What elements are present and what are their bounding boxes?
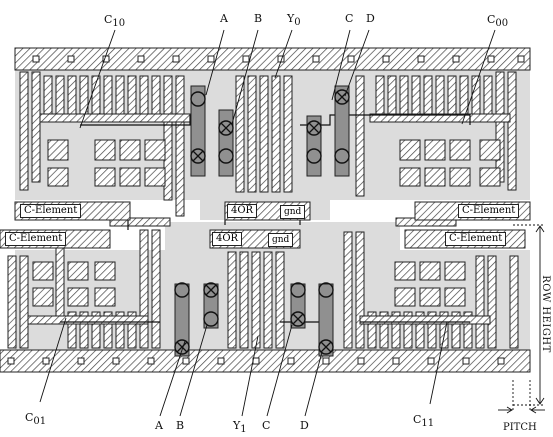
label-y0: Y0 [287, 12, 301, 29]
dimension-marks [498, 224, 545, 414]
rail-contacts [7, 55, 525, 365]
contact-crosses [176, 91, 348, 353]
poly-gate-c-bottom [290, 283, 306, 329]
label-b-top: B [254, 12, 263, 25]
label-c10: C10 [104, 13, 126, 30]
cell-label-4or-bottom: 4OR [212, 232, 243, 246]
cell-label-gnd-bottom: gnd [268, 233, 294, 247]
label-c00: C00 [487, 13, 509, 30]
cell-label-c-element-bottom-left: C-Element [5, 232, 67, 246]
cell-label-c-element-top-right: C-Element [458, 204, 520, 218]
label-a-top: A [220, 12, 228, 25]
label-a-bottom: A [155, 419, 163, 432]
top-rail [14, 47, 531, 71]
label-c11: C11 [413, 413, 435, 430]
poly-gate-a-bottom [174, 283, 190, 357]
contacts [174, 89, 350, 355]
label-pitch: PITCH [503, 422, 537, 433]
poly-gates [174, 85, 350, 357]
label-c-bottom: C [262, 419, 271, 432]
cell-label-4or-top: 4OR [227, 204, 258, 218]
cell-label-c-element-bottom-right: C-Element [445, 232, 507, 246]
metal-strips [7, 71, 519, 349]
cell-label-gnd-top: gnd [280, 205, 306, 219]
label-row-height: ROW HEIGHT [539, 275, 551, 353]
poly-gate-d-top [334, 85, 350, 177]
label-d-bottom: D [300, 419, 309, 432]
cell-label-c-element-top-left: C-Element [20, 204, 82, 218]
poly-gate-c-top [306, 115, 322, 177]
label-c-top: C [345, 12, 354, 25]
poly-gate-b-bottom [203, 283, 219, 329]
leader-lines [39, 29, 496, 417]
poly-gate-a-top [190, 85, 206, 177]
label-b-bottom: B [176, 419, 185, 432]
diffusion-squares [32, 139, 501, 307]
power-rails [0, 47, 531, 373]
label-d-top: D [366, 12, 375, 25]
label-y1: Y1 [233, 419, 247, 436]
poly-gate-b-top [218, 109, 234, 177]
bottom-rail [0, 349, 531, 373]
label-c01: C01 [25, 411, 47, 428]
poly-gate-d-bottom [318, 283, 334, 357]
